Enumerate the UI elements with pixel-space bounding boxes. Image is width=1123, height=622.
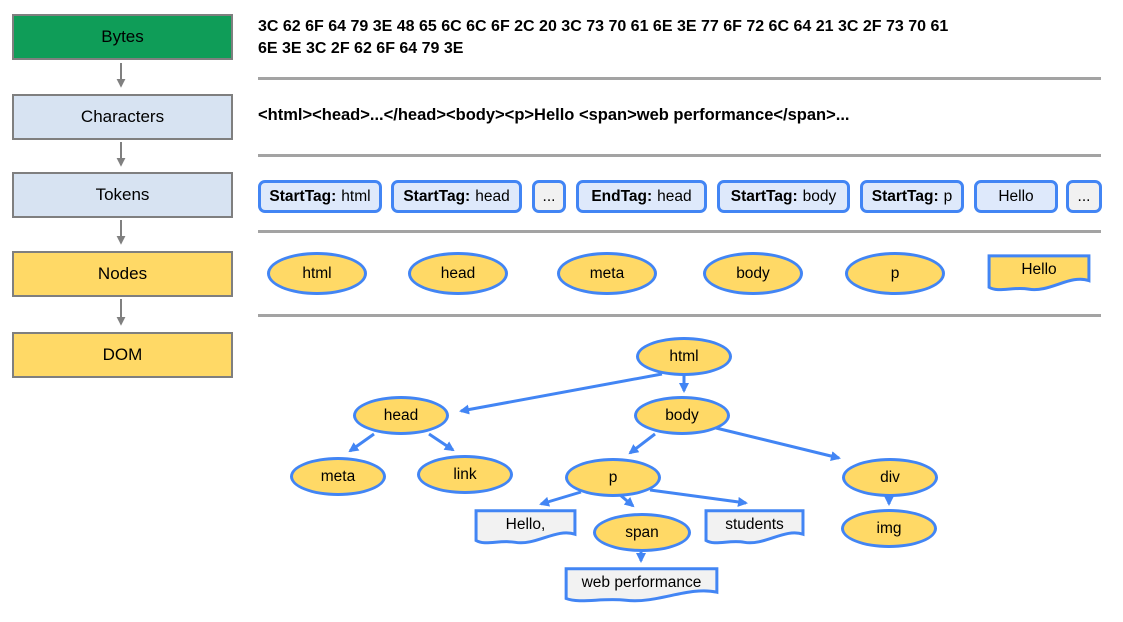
dom-node-img: img bbox=[841, 509, 937, 548]
token-starttag-p: StartTag: p bbox=[860, 180, 964, 213]
node-ellipse-body: body bbox=[703, 252, 803, 295]
node-label: head bbox=[440, 264, 476, 282]
token-ellipsis-1: ... bbox=[532, 180, 566, 213]
dom-node-label: Hello, bbox=[505, 516, 546, 533]
token-type-label: StartTag: bbox=[403, 187, 471, 205]
dom-node-label: img bbox=[876, 519, 902, 537]
dom-node-label: html bbox=[669, 347, 699, 365]
dom-node-span: span bbox=[593, 513, 691, 552]
edge-p-hello bbox=[539, 490, 582, 507]
node-ellipse-html: html bbox=[267, 252, 367, 295]
token-value: p bbox=[943, 187, 953, 205]
token-type-label: StartTag: bbox=[269, 187, 337, 205]
stage-label-characters: Characters bbox=[80, 107, 165, 126]
token-value: Hello bbox=[998, 187, 1034, 205]
node-label: Hello bbox=[1021, 261, 1057, 278]
token-value: body bbox=[802, 187, 837, 205]
edge-html-head bbox=[459, 372, 663, 415]
token-value: ... bbox=[1077, 187, 1091, 205]
token-ellipsis-2: ... bbox=[1066, 180, 1102, 213]
dom-node-label: web performance bbox=[581, 574, 702, 591]
document-shape bbox=[704, 509, 805, 545]
edge-head-link bbox=[428, 432, 455, 452]
separator-4 bbox=[258, 314, 1101, 317]
characters-text: <html><head>...</head><body><p>Hello <sp… bbox=[258, 106, 850, 124]
dom-node-label: p bbox=[608, 468, 618, 486]
node-label: html bbox=[302, 264, 332, 282]
token-type-label: EndTag: bbox=[591, 187, 653, 205]
stage-box-nodes: Nodes bbox=[12, 251, 233, 297]
stage-box-characters: Characters bbox=[12, 94, 233, 140]
token-starttag-head: StartTag: head bbox=[391, 180, 522, 213]
token-starttag-html: StartTag: html bbox=[258, 180, 382, 213]
stage-box-bytes: Bytes bbox=[12, 14, 233, 60]
token-type-label: StartTag: bbox=[730, 187, 798, 205]
edge-body-p bbox=[628, 432, 656, 455]
edge-head-meta bbox=[348, 432, 375, 453]
stage-label-nodes: Nodes bbox=[97, 264, 148, 283]
token-starttag-body: StartTag: body bbox=[717, 180, 850, 213]
separator-3 bbox=[258, 230, 1101, 233]
stage-box-dom: DOM bbox=[12, 332, 233, 378]
bytes-hex-text: 3C 62 6F 64 79 3E 48 65 6C 6C 6F 2C 20 3… bbox=[258, 16, 948, 60]
token-endtag-head: EndTag: head bbox=[576, 180, 707, 213]
node-label: body bbox=[736, 264, 770, 282]
dom-textnode-web-performance: web performance bbox=[563, 567, 720, 603]
dom-node-label: div bbox=[880, 468, 900, 486]
dom-node-label: students bbox=[725, 516, 784, 533]
node-textnode-hello: Hello bbox=[987, 254, 1091, 292]
token-value: head bbox=[475, 187, 510, 205]
dom-textnode-students: students bbox=[704, 509, 805, 545]
node-label: meta bbox=[589, 264, 625, 282]
stage-box-tokens: Tokens bbox=[12, 172, 233, 218]
dom-node-head: head bbox=[353, 396, 449, 435]
token-type-label: StartTag: bbox=[871, 187, 939, 205]
dom-node-html: html bbox=[636, 337, 732, 376]
dom-node-label: meta bbox=[320, 467, 356, 485]
dom-node-meta: meta bbox=[290, 457, 386, 496]
token-value: html bbox=[341, 187, 371, 205]
edge-body-div bbox=[715, 426, 841, 461]
token-value: head bbox=[657, 187, 692, 205]
token-value: ... bbox=[542, 187, 556, 205]
node-ellipse-p: p bbox=[845, 252, 945, 295]
dom-node-body: body bbox=[634, 396, 730, 435]
dom-textnode-hello: Hello, bbox=[474, 509, 577, 545]
dom-node-label: head bbox=[383, 406, 419, 424]
node-label: p bbox=[890, 264, 900, 282]
node-ellipse-meta: meta bbox=[557, 252, 657, 295]
dom-node-label: span bbox=[625, 523, 659, 541]
dom-node-label: body bbox=[665, 406, 699, 424]
dom-node-link: link bbox=[417, 455, 513, 494]
stage-label-tokens: Tokens bbox=[95, 185, 150, 204]
dom-node-div: div bbox=[842, 458, 938, 497]
document-shape bbox=[563, 567, 720, 603]
separator-2 bbox=[258, 154, 1101, 157]
separator-1 bbox=[258, 77, 1101, 80]
bytes-hex-line-1: 3C 62 6F 64 79 3E 48 65 6C 6C 6F 2C 20 3… bbox=[258, 18, 949, 35]
stage-label-bytes: Bytes bbox=[101, 27, 144, 46]
dom-node-label: link bbox=[453, 465, 477, 483]
document-shape bbox=[474, 509, 577, 545]
stage-label-dom: DOM bbox=[102, 345, 143, 364]
node-ellipse-head: head bbox=[408, 252, 508, 295]
document-shape bbox=[987, 254, 1091, 292]
token-text-hello: Hello bbox=[974, 180, 1058, 213]
dom-node-p: p bbox=[565, 458, 661, 497]
bytes-hex-line-2: 6E 3E 3C 2F 62 6F 64 79 3E bbox=[258, 40, 464, 57]
edge-p-students bbox=[649, 488, 748, 507]
